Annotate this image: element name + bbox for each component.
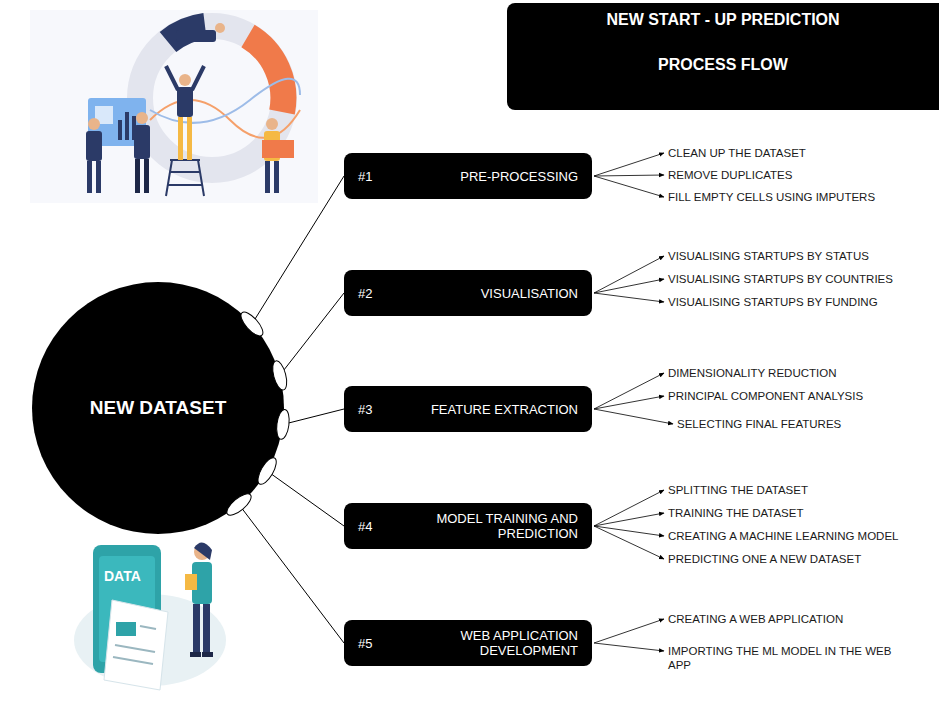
task-label: VISUALISING STARTUPS BY COUNTRIES [668,272,930,286]
analytics-illustration [30,10,318,203]
step-box: #1 PRE-PROCESSING [344,153,592,199]
task-label: FILL EMPTY CELLS USING IMPUTERS [668,190,930,204]
leader-arrow [594,153,664,176]
task-label: CLEAN UP THE DATASET [668,146,930,160]
leader-arrow [594,175,664,176]
step-number: #4 [358,519,372,534]
leader-arrow [594,396,664,409]
leader-arrow [594,373,664,409]
step-title: FEATURE EXTRACTION [431,402,578,417]
task-label: CREATING A WEB APPLICATION [668,612,930,626]
task-label: SELECTING FINAL FEATURES [677,417,930,431]
title-text: NEW START - UP PREDICTION [606,11,839,29]
step-box: #2 VISUALISATION [344,270,592,316]
leader-arrow [594,409,673,424]
connector-oval [275,409,291,440]
task-label: IMPORTING THE ML MODEL IN THE WEB APP [668,644,908,672]
connector-line [283,409,344,424]
leader-arrow [594,619,664,643]
step-title: MODEL TRAINING AND PREDICTION [426,511,578,541]
connector-line [239,505,344,643]
connector-oval [254,455,279,487]
connector-oval [224,490,255,518]
leader-arrow [594,176,664,197]
task-label: PREDICTING ONE A NEW DATASET [668,552,930,566]
phone-illustration [74,542,226,690]
connector-line [280,293,344,375]
phone-text: DATA [104,569,154,583]
connector-line [267,471,344,526]
task-label: VISUALISING STARTUPS BY FUNDING [668,295,930,309]
step-box: #4 MODEL TRAINING AND PREDICTION [344,503,592,549]
task-label: SPLITTING THE DATASET [668,483,930,497]
step-box: #3 FEATURE EXTRACTION [344,386,592,432]
step-box: #5 WEB APPLICATION DEVELOPMENT [344,620,592,666]
step-number: #3 [358,402,372,417]
task-label: VISUALISING STARTUPS BY STATUS [668,249,930,263]
title-box: NEW START - UP PREDICTION PROCESS FLOW [507,3,939,110]
connector-oval [270,359,289,391]
node-label: NEW DATASET [90,397,227,419]
leader-arrow [594,643,664,651]
step-title: WEB APPLICATION DEVELOPMENT [426,628,578,658]
step-number: #1 [358,169,372,184]
leader-arrow [594,490,664,526]
title-text: PROCESS FLOW [658,56,788,74]
task-label: REMOVE DUPLICATES [668,168,930,182]
task-label: CREATING A MACHINE LEARNING MODEL [668,529,930,543]
step-number: #2 [358,286,372,301]
task-label: TRAINING THE DATASET [668,506,930,520]
dataset-circle: NEW DATASET [32,282,284,534]
leader-arrow [594,526,664,559]
step-title: PRE-PROCESSING [460,169,578,184]
step-title: VISUALISATION [481,286,578,301]
leader-arrow [594,513,664,526]
task-label: PRINCIPAL COMPONENT ANALYSIS [668,389,930,403]
leader-arrow [594,293,664,302]
leader-arrow [594,256,664,293]
connector-oval [237,309,266,339]
task-label: DIMENSIONALITY REDUCTION [668,366,930,380]
step-number: #5 [358,636,372,651]
connector-line [252,176,344,324]
leader-arrow [594,279,664,293]
